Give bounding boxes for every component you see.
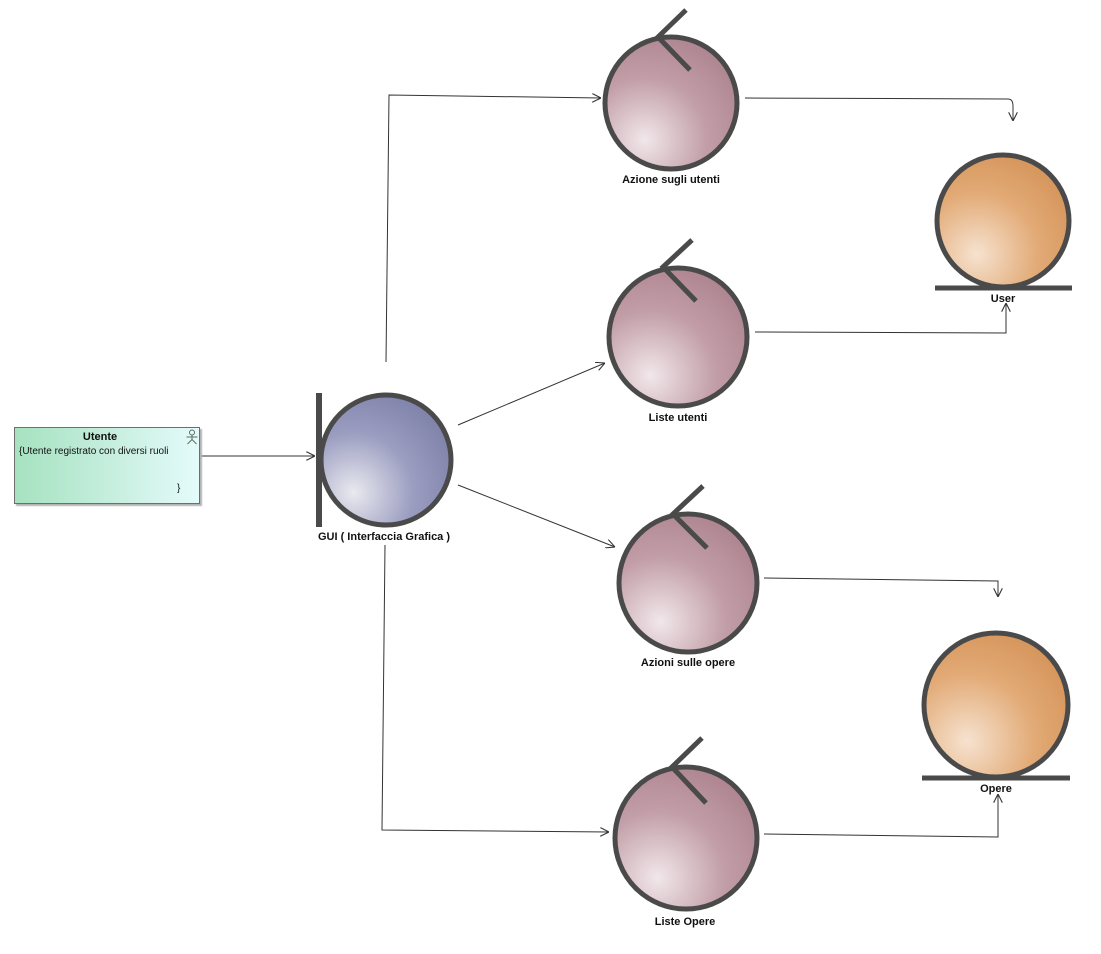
control-liste-utenti-label: Liste utenti: [648, 412, 708, 424]
actor-constraint: {Utente registrato con diversi ruoli: [19, 446, 169, 457]
connector-gui-to-liste-utenti[interactable]: [457, 363, 605, 426]
control-liste-utenti[interactable]: [606, 238, 750, 409]
control-liste-opere[interactable]: [612, 736, 760, 912]
control-liste-opere-label: Liste Opere: [654, 916, 716, 928]
entity-opere[interactable]: [921, 630, 1071, 781]
control-azione-sugli-utenti-label: Azione sugli utenti: [622, 174, 720, 186]
entity-user-label: User: [990, 293, 1016, 305]
entity-opere-label: Opere: [980, 783, 1012, 795]
control-azioni-sulle-opere-label: Azioni sulle opere: [640, 657, 736, 669]
actor-name: Utente: [82, 431, 118, 443]
control-azione-sugli-utenti[interactable]: [602, 8, 740, 172]
connector-azione-sugli-utenti-to-user[interactable]: [744, 97, 1013, 121]
actor-constraint-close: }: [177, 483, 181, 494]
entity-user[interactable]: [934, 152, 1072, 291]
connector-gui-to-liste-opere[interactable]: [381, 544, 609, 832]
control-azioni-sulle-opere[interactable]: [616, 484, 760, 655]
actor-utente[interactable]: Utente {Utente registrato con diversi ru…: [14, 427, 200, 504]
boundary-gui-label: GUI ( Interfaccia Grafica ): [317, 531, 451, 543]
connector-gui-to-azione-sugli-utenti[interactable]: [385, 95, 601, 363]
connector-liste-utenti-to-user[interactable]: [754, 303, 1006, 334]
connector-liste-opere-to-opere[interactable]: [763, 794, 998, 838]
boundary-gui[interactable]: [316, 392, 454, 528]
connector-azioni-sulle-opere-to-opere[interactable]: [763, 577, 998, 597]
connector-gui-to-azioni-sulle-opere[interactable]: [457, 484, 615, 547]
actor-stick-figure-icon: [186, 429, 198, 445]
